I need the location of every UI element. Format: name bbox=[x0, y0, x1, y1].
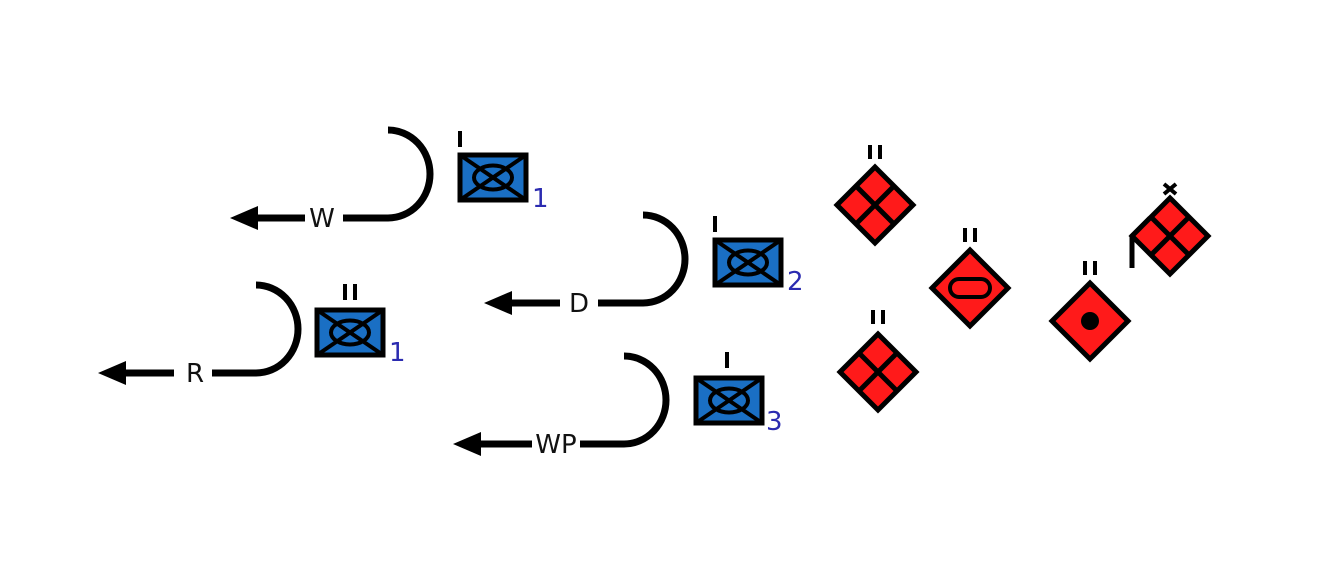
maneuver-label: R bbox=[186, 359, 204, 389]
friendly-unit-2: 2 bbox=[712, 216, 804, 297]
maneuver-arrow-d: D bbox=[484, 211, 689, 319]
maneuver-arrow-r: R bbox=[98, 281, 302, 389]
grid-icon bbox=[836, 330, 920, 414]
hostile-unit-3 bbox=[1048, 261, 1132, 363]
friendly-unit-4: 3 bbox=[693, 352, 783, 437]
echelon-team-icon bbox=[725, 352, 729, 368]
grid-icon bbox=[833, 163, 917, 247]
unit-number: 2 bbox=[787, 267, 804, 297]
unit-number: 1 bbox=[532, 184, 549, 214]
arrowhead-icon bbox=[98, 361, 126, 385]
hostile-unit-4 bbox=[1128, 182, 1212, 278]
unit-number: 3 bbox=[766, 407, 783, 437]
friendly-unit-3: 1 bbox=[314, 284, 406, 368]
armored-infantry-icon bbox=[458, 153, 528, 202]
oval-icon bbox=[928, 246, 1012, 330]
unit-number: 1 bbox=[389, 338, 406, 368]
arrowhead-icon bbox=[484, 291, 512, 315]
echelon-team-icon bbox=[458, 131, 462, 147]
friendly-unit-1: 1 bbox=[457, 131, 549, 214]
arrowhead-icon bbox=[230, 206, 258, 230]
armored-infantry-icon bbox=[713, 238, 783, 287]
echelon-platoon-icon bbox=[1083, 261, 1087, 275]
armored-infantry-icon bbox=[315, 308, 385, 357]
grid-icon bbox=[1128, 194, 1212, 278]
hostile-unit-5 bbox=[836, 310, 920, 414]
hostile-unit-1 bbox=[833, 145, 917, 247]
arrowhead-icon bbox=[453, 432, 481, 456]
maneuver-label: W bbox=[309, 204, 335, 234]
echelon-platoon-icon bbox=[871, 310, 875, 324]
echelon-platoon-icon bbox=[868, 145, 872, 159]
maneuver-arrow-w: W bbox=[230, 126, 434, 234]
echelon-platoon-icon bbox=[963, 228, 967, 242]
echelon-team-icon bbox=[713, 216, 717, 232]
armored-infantry-icon bbox=[694, 376, 764, 425]
maneuver-label: WP bbox=[535, 430, 576, 460]
maneuver-label: D bbox=[569, 289, 589, 319]
echelon-brigade-icon bbox=[1162, 182, 1178, 196]
dot-icon bbox=[1048, 279, 1132, 363]
maneuver-arrow-wp: WP bbox=[453, 352, 670, 460]
hostile-unit-2 bbox=[928, 228, 1012, 330]
echelon-platoon-icon bbox=[343, 284, 347, 300]
